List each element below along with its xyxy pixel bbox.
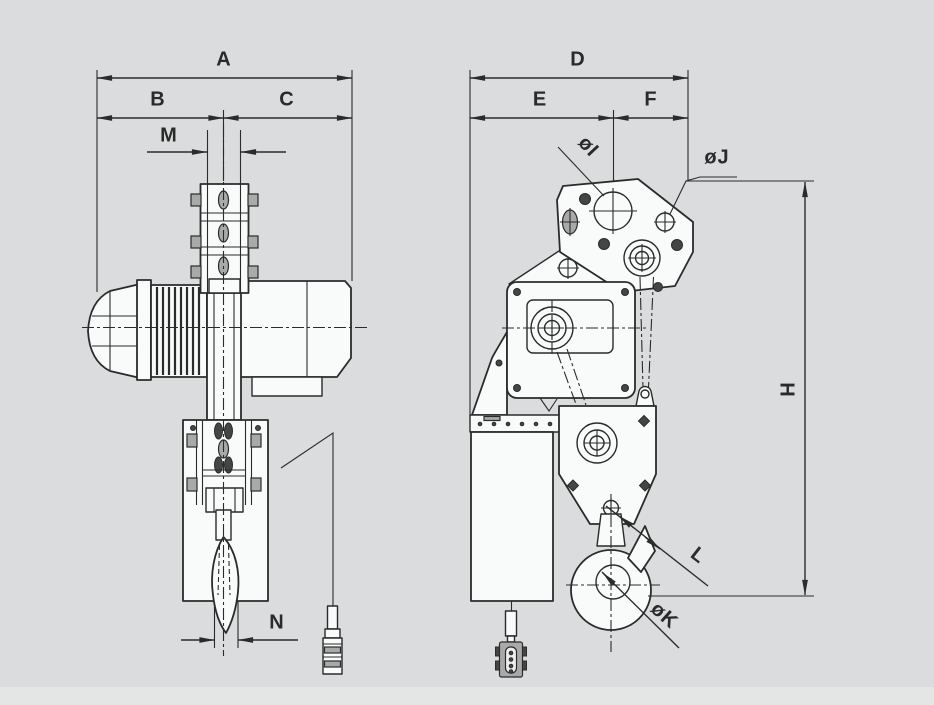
bracket-bolt bbox=[653, 282, 663, 292]
chain-fall-line bbox=[639, 276, 644, 389]
bracket-bolt bbox=[579, 193, 591, 205]
dim-label-E: E bbox=[532, 88, 548, 111]
motor-end-cap bbox=[87, 283, 141, 379]
block-screw bbox=[566, 479, 580, 492]
chain-fall-line bbox=[647, 276, 655, 389]
pendant-control-right bbox=[495, 610, 527, 678]
chain-link bbox=[224, 422, 233, 440]
footer-strip bbox=[0, 687, 934, 705]
dim-label-B: B bbox=[150, 88, 166, 111]
chain-link bbox=[224, 456, 233, 474]
motor-fan-flange bbox=[136, 279, 152, 381]
front-view-dimensions bbox=[469, 70, 689, 418]
dim-label-A: A bbox=[216, 48, 232, 71]
block-bolt bbox=[250, 477, 262, 492]
chain-fall-line bbox=[566, 348, 587, 406]
leader-I bbox=[557, 146, 605, 197]
clevis-bolt bbox=[190, 193, 202, 207]
block-bolt bbox=[250, 433, 262, 448]
side-view-dimensions bbox=[96, 70, 353, 648]
block-bolt bbox=[186, 433, 198, 448]
dim-label-F: F bbox=[644, 88, 658, 111]
motor-adapter bbox=[471, 331, 508, 416]
clevis-bolt bbox=[190, 265, 202, 279]
hook-trunnion bbox=[205, 487, 244, 513]
dim-label-M: M bbox=[160, 124, 178, 147]
dim-label-N: N bbox=[269, 611, 285, 634]
dim-label-D: D bbox=[570, 48, 586, 71]
chain-link bbox=[214, 456, 223, 474]
housing-step bbox=[251, 376, 323, 397]
control-housing-side bbox=[239, 280, 352, 378]
bracket-bolt bbox=[671, 239, 683, 251]
chain-container-box bbox=[470, 431, 554, 602]
chain-fall-line bbox=[556, 351, 578, 408]
pendant-control-left bbox=[322, 605, 343, 675]
bracket-bolt bbox=[598, 238, 610, 250]
dim-label-C: C bbox=[279, 88, 295, 111]
block-bolt bbox=[186, 477, 198, 492]
leader-J bbox=[669, 176, 737, 215]
clevis-bolt bbox=[190, 235, 202, 249]
clevis-bolt bbox=[247, 235, 259, 249]
front-view-leaders bbox=[557, 146, 814, 649]
chain-link bbox=[214, 422, 223, 440]
block-screw bbox=[637, 414, 651, 428]
dim-label-H: H bbox=[775, 382, 798, 398]
pendant-cable bbox=[280, 431, 334, 606]
clevis-bolt bbox=[247, 265, 259, 279]
clevis-bolt bbox=[247, 193, 259, 207]
block-screw bbox=[638, 479, 652, 492]
side-view-drawing bbox=[82, 125, 368, 675]
dim-label-diameter-J: øJ bbox=[704, 146, 730, 169]
